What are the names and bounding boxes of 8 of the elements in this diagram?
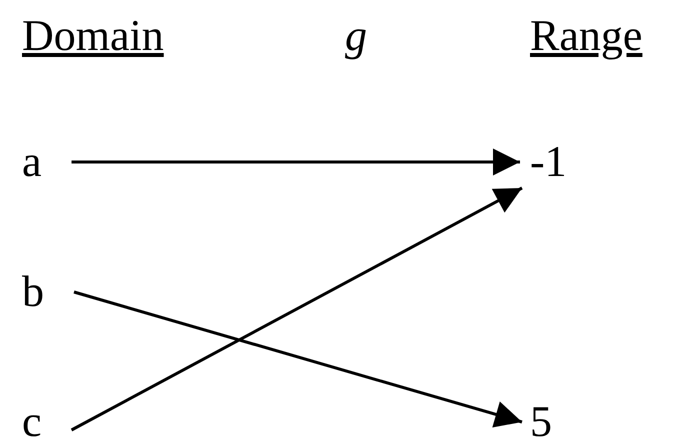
range-element: 5 <box>530 400 552 444</box>
domain-element: c <box>22 400 42 444</box>
range-element: -1 <box>530 140 567 184</box>
domain-element: a <box>22 140 42 184</box>
column-heading: Domain <box>22 14 164 58</box>
column-heading: Range <box>530 14 642 58</box>
function-name: g <box>345 14 367 58</box>
domain-element: b <box>22 270 44 314</box>
